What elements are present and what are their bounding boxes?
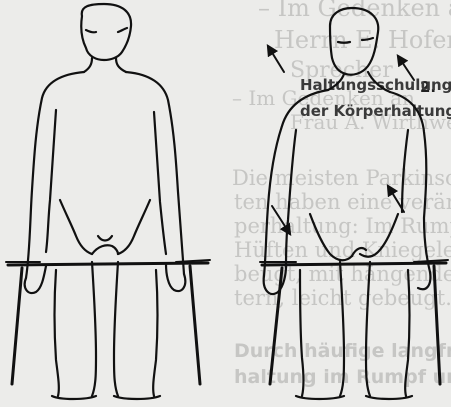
stooped-figure <box>260 8 448 399</box>
arrow-head-up <box>268 46 284 72</box>
stool-right <box>260 260 448 384</box>
upright-figure <box>6 4 210 399</box>
arrow-shoulder-in <box>398 56 414 80</box>
stool-left <box>6 260 210 384</box>
